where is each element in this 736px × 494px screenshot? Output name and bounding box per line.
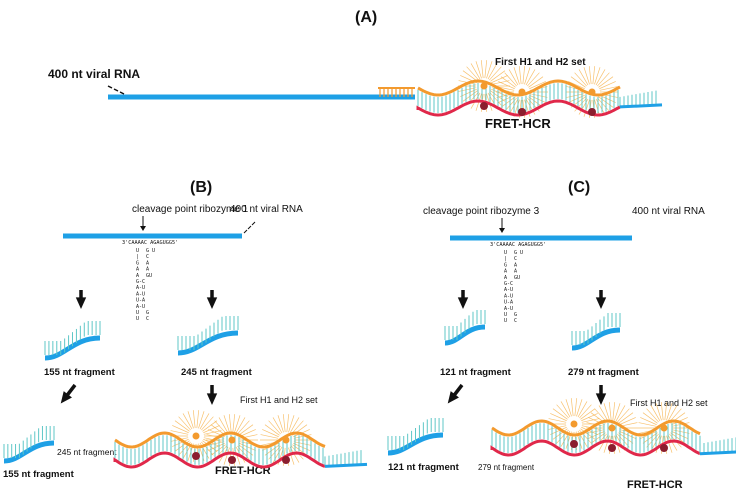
svg-text:A: A [146,267,149,273]
svg-text:U: U [136,248,139,254]
cleavage-arrowhead [140,226,146,231]
svg-text:|: | [136,254,139,260]
panel-b-fret-label: FRET-HCR [215,465,271,477]
svg-text:G-C: G-C [136,279,145,285]
panel-a-letter: (A) [355,9,377,26]
svg-text:G: G [146,310,149,316]
flow-arrows-c [447,290,607,405]
panel-c-set-label: First H1 and H2 set [630,398,708,408]
panel-c: (C) cleavage point ribozyme 3 400 nt vir… [387,179,736,491]
svg-text:A: A [514,262,517,268]
panel-c-letter: (C) [568,179,590,196]
svg-text:G U: G U [146,248,155,254]
svg-text:C: C [146,254,149,260]
panel-b-set-label: First H1 and H2 set [240,395,318,405]
svg-text:A-U: A-U [136,291,145,297]
ribozyme-structure-3: 3'CAAAAC AGAGUGG5'U|GAAG-CA-UA-UU-AA-UUU… [490,242,546,324]
svg-text:U: U [504,250,507,256]
panel-c-hcr-frag: 279 nt fragment [478,463,535,472]
svg-text:G-C: G-C [504,281,513,287]
svg-text:C: C [514,318,517,324]
svg-text:U-A: U-A [504,300,513,306]
svg-text:G: G [136,260,139,266]
svg-text:G: G [514,312,517,318]
panel-b-cleavage-label: cleavage point ribozyme 1 [132,204,249,215]
cleavage-arrowhead-c [499,228,505,233]
panel-b-letter: (B) [190,179,212,196]
svg-text:3'CAAAAC AGAGUGG5': 3'CAAAAC AGAGUGG5' [490,242,546,248]
panel-b-hcr-frag: 245 nt fragment [57,447,117,457]
svg-text:C: C [146,316,149,322]
fragments-b [3,316,239,464]
svg-text:C: C [514,256,517,262]
svg-text:G U: G U [514,250,523,256]
svg-text:U: U [504,312,507,318]
panel-c-frag-right: 279 nt fragment [568,367,640,378]
svg-text:U: U [136,310,139,316]
svg-text:A: A [504,275,507,281]
svg-text:A-U: A-U [136,285,145,291]
panel-b-frag-right: 245 nt fragment [181,367,253,378]
panel-a-fret-label: FRET-HCR [485,116,551,131]
panel-c-fret-label: FRET-HCR [627,479,683,491]
fret-hcr-polymer-b [113,410,368,469]
svg-text:A: A [136,273,139,279]
panel-c-cleavage-label: cleavage point ribozyme 3 [423,206,540,217]
svg-text:U: U [504,318,507,324]
panel-b-frag-left: 155 nt fragment [44,367,116,378]
svg-text:GU: GU [146,273,152,279]
ribozyme-structure-1: 3'CAAAAC AGAGUGG5'U|GAAG-CA-UA-UU-AA-UUU… [122,240,178,322]
svg-text:G: G [504,262,507,268]
panel-b-frag-left-bottom: 155 nt fragment [3,469,75,480]
svg-text:A-U: A-U [504,293,513,299]
panel-b: (B) cleavage point ribozyme 1 400 nt vir… [3,179,368,480]
panel-a: (A) 400 nt viral RNA First H1 and H2 set… [48,9,663,131]
svg-text:A: A [514,269,517,275]
svg-text:A: A [504,269,507,275]
svg-text:A-U: A-U [504,306,513,312]
svg-text:A: A [146,260,149,266]
svg-text:U: U [136,316,139,322]
svg-text:|: | [504,256,507,262]
panel-a-set-label: First H1 and H2 set [495,57,586,68]
flow-arrows-b [60,290,218,405]
svg-text:U-A: U-A [136,298,145,304]
fragments-c [387,310,621,456]
fret-hcr-polymer-c [490,398,736,457]
panel-a-rna-label: 400 nt viral RNA [48,67,140,81]
dotted-pointer [107,85,125,95]
dotted-pointer-b [243,221,256,234]
svg-text:A-U: A-U [504,287,513,293]
probe-bristles [378,87,415,97]
svg-text:A: A [136,267,139,273]
svg-text:3'CAAAAC AGAGUGG5': 3'CAAAAC AGAGUGG5' [122,240,178,246]
fret-hcr-polymer [416,60,663,118]
svg-text:GU: GU [514,275,520,281]
panel-c-rna-label: 400 nt viral RNA [632,206,705,217]
panel-b-rna-label: 400 nt viral RNA [230,204,303,215]
svg-text:A-U: A-U [136,304,145,310]
panel-c-frag-left-bottom: 121 nt fragment [388,462,460,473]
panel-c-frag-left: 121 nt fragment [440,367,512,378]
